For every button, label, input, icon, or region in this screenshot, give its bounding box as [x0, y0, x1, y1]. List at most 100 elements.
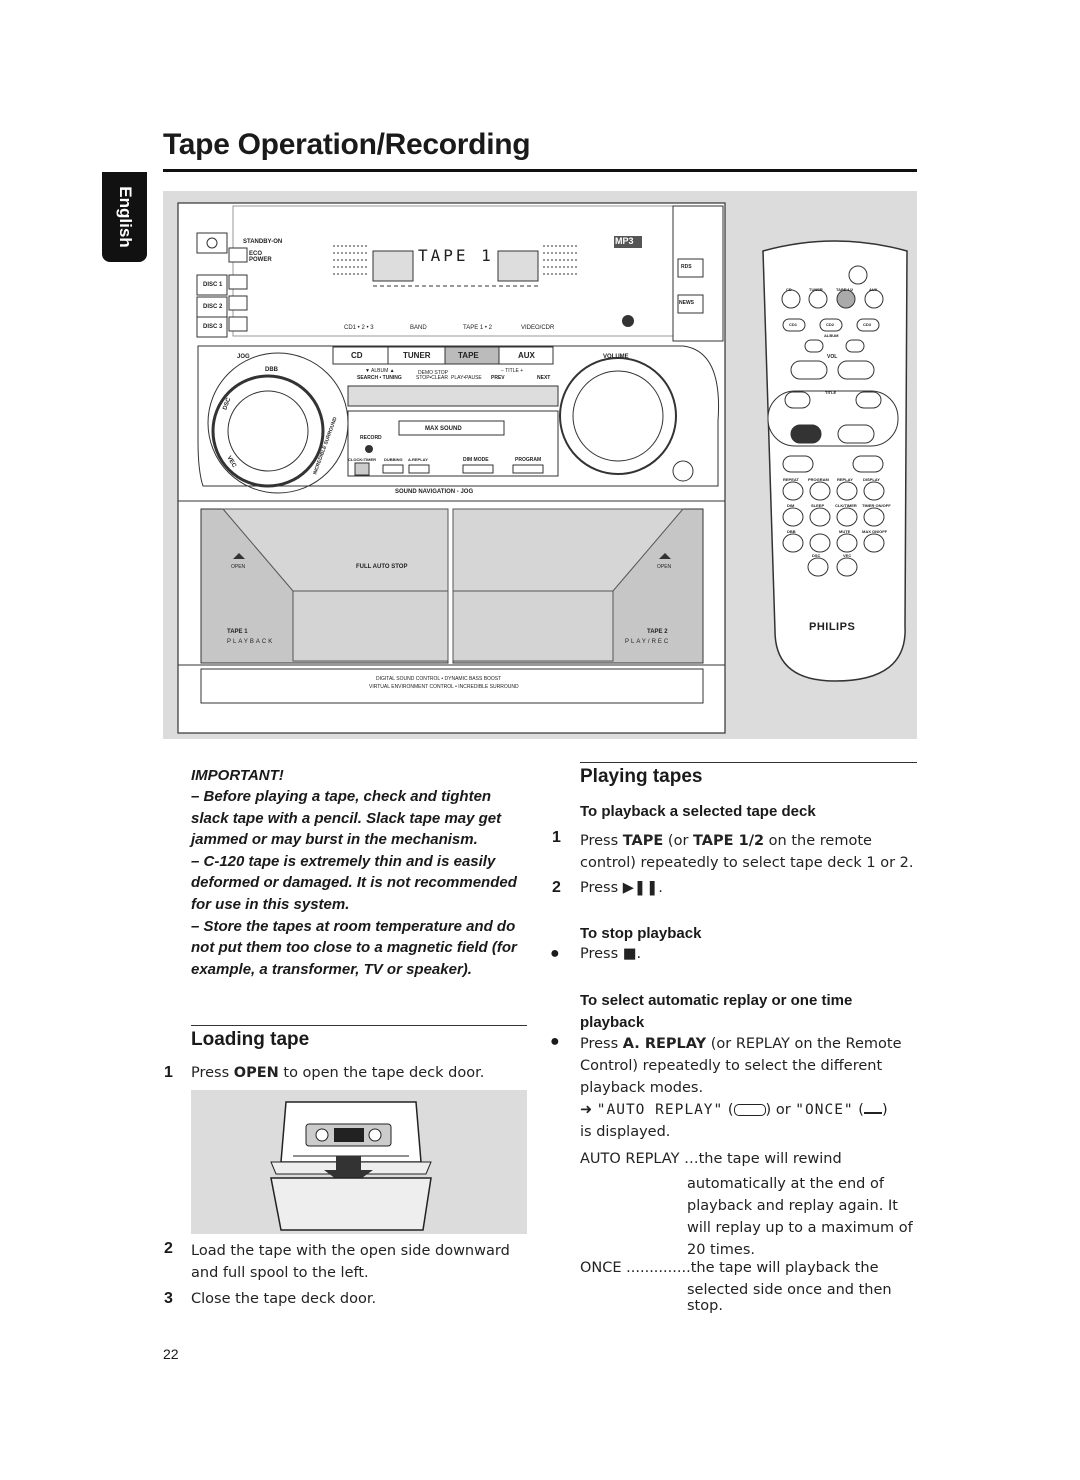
- section-rule: [580, 762, 917, 763]
- footer-line1: DIGITAL SOUND CONTROL • DYNAMIC BASS BOO…: [376, 676, 502, 682]
- loading-step2: Load the tape with the open side downwar…: [191, 1243, 510, 1281]
- bullet-icon: ●: [550, 945, 560, 962]
- jog-label: JOG: [237, 354, 250, 360]
- open-right-label: OPEN: [657, 564, 672, 570]
- playing-heading: Playing tapes: [580, 766, 703, 787]
- tape2-sub-label: PLAY/REC: [625, 639, 671, 645]
- cd-button: CD: [351, 351, 363, 360]
- demo-stop-label: DEMO STOP: [418, 370, 448, 376]
- remote-replay-label: REPLAY: [837, 477, 853, 482]
- program-label: PROGRAM: [515, 457, 542, 463]
- once-lcd: "ONCE": [795, 1102, 854, 1118]
- record-label: RECORD: [360, 435, 382, 441]
- loading-step1: Press OPEN to open the tape deck door.: [191, 1065, 485, 1081]
- cassette-loading-illustration: [191, 1090, 527, 1234]
- loading-step3: Close the tape deck door.: [191, 1291, 377, 1307]
- playing-step2: Press ▶❚❚.: [580, 880, 663, 896]
- product-illustration: STANDBY-ON ECO POWER DISC 1 DISC 2 DISC …: [163, 191, 917, 739]
- auto-replay-lcd: "AUTO REPLAY": [596, 1102, 724, 1118]
- search-tuning-label: SEARCH • TUNING: [357, 375, 402, 381]
- rds-label: RDS: [681, 264, 692, 270]
- bullet-icon: ●: [550, 1033, 560, 1050]
- important-heading: IMPORTANT!: [191, 767, 284, 784]
- remote-max-label: MAX ON/OFF: [862, 529, 888, 534]
- volume-label: VOLUME: [603, 354, 629, 360]
- title-rule: [163, 169, 917, 172]
- news-label: NEWS: [679, 300, 694, 306]
- play-pause-label: PLAY•PAUSE: [451, 375, 482, 381]
- tape-button: TAPE: [458, 351, 479, 360]
- important-item: – C-120 tape is extremely thin and is ea…: [191, 852, 517, 913]
- stop-instruction: Press ■.: [580, 946, 642, 962]
- remote-tape-label: TAPE 1/2: [836, 287, 854, 292]
- playback-subheading: To playback a selected tape deck: [580, 803, 816, 820]
- open-left-label: OPEN: [231, 564, 246, 570]
- remote-brand-logo: PHILIPS: [809, 621, 856, 633]
- remote-display-label: DISPLAY: [863, 477, 880, 482]
- remote-clk-timer-label: CLK/TIMER: [835, 503, 857, 508]
- tape1-label: TAPE 1: [227, 629, 248, 635]
- dim-mode-label: DIM MODE: [463, 457, 489, 463]
- remote-cd2-label: CD2: [826, 322, 835, 327]
- remote-program-label: PROGRAM: [808, 477, 829, 482]
- playing-step1: Press TAPE (or TAPE 1/2 on the remote co…: [580, 833, 914, 871]
- loading-heading: Loading tape: [191, 1029, 310, 1050]
- disc2-label: DISC 2: [203, 304, 223, 310]
- disc3-label: DISC 3: [203, 324, 223, 330]
- remote-mute-label: MUTE: [839, 529, 851, 534]
- stop-clear-label: STOP•CLEAR: [416, 375, 448, 381]
- source-tape12: TAPE 1 • 2: [463, 325, 493, 331]
- remote-dim-label: DIM: [787, 503, 795, 508]
- play-pause-icon: ▶❚❚: [622, 880, 659, 896]
- section-rule: [191, 1025, 527, 1026]
- display-readout: TAPE 1: [418, 246, 494, 265]
- page-number: 22: [163, 1346, 179, 1362]
- important-list: – Before playing a tape, check and tight…: [191, 786, 527, 980]
- remote-cd-label: CD: [786, 287, 792, 292]
- cassette-drawing: [270, 1101, 432, 1231]
- disc1-label: DISC 1: [203, 282, 223, 288]
- important-item: – Before playing a tape, check and tight…: [191, 788, 502, 849]
- remote-vol-label: VOL: [827, 354, 838, 360]
- stop-icon: ■: [622, 946, 637, 962]
- remote-cd3-label: CD3: [863, 322, 872, 327]
- tape1-sub-label: PLAYBACK: [227, 639, 275, 645]
- auto-replay-icon: (): [727, 1102, 772, 1118]
- step-number: 1: [552, 829, 561, 846]
- prev-label: PREV: [491, 375, 505, 381]
- step-number: 2: [164, 1240, 173, 1257]
- remote-title-label: TITLE: [825, 390, 837, 395]
- arrow-icon: ➜: [580, 1102, 593, 1118]
- remote-album-label: ALBUM: [824, 333, 839, 338]
- eco-power-label: ECO POWER: [249, 251, 272, 263]
- footer-line2: VIRTUAL ENVIRONMENT CONTROL • INCREDIBLE…: [369, 684, 519, 690]
- remote-cd1-label: CD1: [789, 322, 798, 327]
- auto-replay-definition: automatically at the end of playback and…: [687, 1176, 913, 1258]
- stop-subheading: To stop playback: [580, 925, 702, 942]
- dbb-label: DBB: [265, 367, 278, 373]
- tape2-label: TAPE 2: [647, 629, 668, 635]
- step-number: 1: [164, 1064, 173, 1081]
- remote-dsc-label: DSC: [812, 553, 821, 558]
- remote-timer-onoff-label: TIMER ON/OFF: [862, 503, 891, 508]
- remote-vec-label: VEC: [843, 553, 852, 558]
- display-result: ➜ "AUTO REPLAY" () or "ONCE" () is displ…: [580, 1102, 888, 1140]
- max-sound-label: MAX SOUND: [425, 426, 462, 432]
- language-label: English: [115, 186, 135, 248]
- standby-label: STANDBY-ON: [243, 239, 283, 245]
- page-title: Tape Operation/Recording: [163, 128, 531, 161]
- once-definition: selected side once and then stop.: [687, 1282, 892, 1314]
- tuner-button: TUNER: [403, 351, 431, 360]
- important-item: – Store the tapes at room temperature an…: [191, 917, 517, 978]
- remote-aux-label: AUX: [869, 287, 878, 292]
- replay-instruction: Press A. REPLAY (or REPLAY on the Remote…: [580, 1036, 902, 1096]
- replay-subheading: To select automatic replay or one time p…: [580, 992, 853, 1031]
- source-video: VIDEO/CDR: [521, 325, 555, 331]
- source-band: BAND: [410, 325, 427, 331]
- mp3-label: MP3: [615, 236, 634, 246]
- language-tab: English: [102, 172, 147, 262]
- remote-sleep-label: SLEEP: [811, 503, 825, 508]
- aux-button: AUX: [518, 351, 535, 360]
- sound-navigation-label: SOUND NAVIGATION - JOG: [395, 489, 474, 495]
- auto-replay-term: AUTO REPLAY …the tape will rewind: [580, 1151, 842, 1167]
